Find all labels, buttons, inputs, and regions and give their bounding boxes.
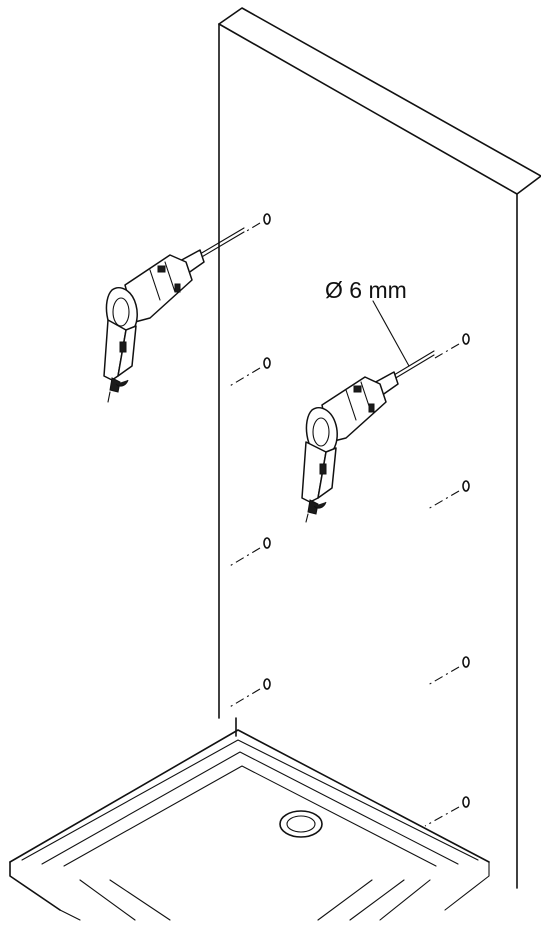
drill-hole-icon xyxy=(434,333,470,359)
drill-hole-icon xyxy=(427,656,470,686)
dimension-leader xyxy=(372,300,410,367)
drill-hole-icon xyxy=(427,480,470,510)
wall-panel xyxy=(218,7,541,889)
drill-hole-icon xyxy=(227,537,271,568)
drill-hole-icon xyxy=(227,357,271,388)
drill-hole-icon xyxy=(424,796,470,827)
drain-icon xyxy=(279,810,323,838)
drill-hole-icon xyxy=(227,678,271,709)
drill-icon xyxy=(103,227,245,403)
drill-icon xyxy=(301,350,435,523)
drill-holes xyxy=(227,213,470,827)
shower-tray-icon xyxy=(9,729,490,921)
drill-bit-diameter-label: Ø 6 mm xyxy=(325,277,407,303)
drill-hole-icon xyxy=(244,213,271,233)
